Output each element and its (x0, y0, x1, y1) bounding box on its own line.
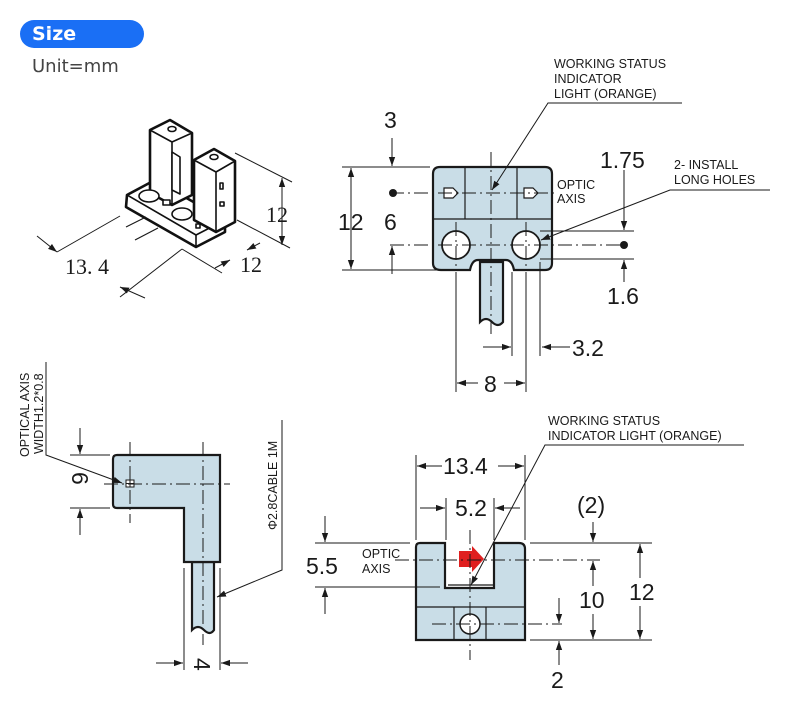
front-callout-indicator-1: WORKING STATUS (554, 57, 666, 71)
front-dim-axis: 6 (384, 209, 397, 235)
slot-dim-axis-height: 10 (579, 587, 605, 613)
slot-dim-hole: 2 (551, 667, 564, 693)
slot-dim-height: 12 (629, 579, 655, 605)
iso-dim-length: 13. 4 (65, 254, 109, 279)
front-view: WORKING STATUS INDICATOR LIGHT (ORANGE) … (338, 57, 770, 397)
front-callout-holes-1: 2- INSTALL (674, 158, 738, 172)
slot-dim-top: (2) (577, 492, 605, 518)
iso-dim-depth: 12 (240, 252, 262, 277)
slot-callout-indicator-1: WORKING STATUS (548, 414, 660, 428)
front-optic-label-1: OPTIC (557, 178, 595, 192)
indicator-light-arrow-icon (459, 546, 484, 572)
side-callout-axis-2: WIDTH1.2*0.8 (32, 373, 46, 454)
unit-label: Unit=mm (32, 56, 119, 77)
size-badge: Size (20, 20, 144, 48)
front-dim-top: 3 (384, 107, 397, 133)
side-callout-cable: Φ2.8CABLE 1M (266, 441, 280, 530)
side-dim-cable: 4 (189, 658, 215, 671)
front-dim-hole-bottom: 1.6 (607, 283, 639, 309)
sensor-body-side (111, 453, 222, 564)
slot-dim-slot: 5.2 (455, 495, 487, 521)
slot-dim-axis: 5.5 (306, 553, 338, 579)
side-callout-axis-1: OPTICAL AXIS (18, 373, 32, 457)
front-callout-indicator-3: LIGHT (ORANGE) (554, 87, 657, 101)
slot-optic-label-2: AXIS (362, 562, 391, 576)
front-dim-height: 12 (338, 209, 364, 235)
isometric-view: 13. 4 12 12 (36, 118, 293, 299)
slot-dim-width: 13.4 (443, 453, 488, 479)
side-view: OPTICAL AXIS WIDTH1.2*0.8 Φ2.8CABLE 1M 6… (18, 362, 283, 671)
front-callout-holes-2: LONG HOLES (674, 173, 755, 187)
front-dim-hole-spacing: 8 (484, 371, 497, 397)
front-dim-hole-dia: 3.2 (572, 335, 604, 361)
iso-dim-height: 12 (266, 202, 288, 227)
front-dim-hole-top: 1.75 (600, 147, 645, 173)
front-callout-indicator-2: INDICATOR (554, 72, 622, 86)
slot-callout-indicator-2: INDICATOR LIGHT (ORANGE) (548, 429, 722, 443)
slot-optic-label-1: OPTIC (362, 547, 400, 561)
front-optic-label-2: AXIS (557, 192, 586, 206)
side-dim-axis: 6 (67, 472, 93, 485)
slot-view: WORKING STATUS INDICATOR LIGHT (ORANGE) … (306, 414, 744, 693)
